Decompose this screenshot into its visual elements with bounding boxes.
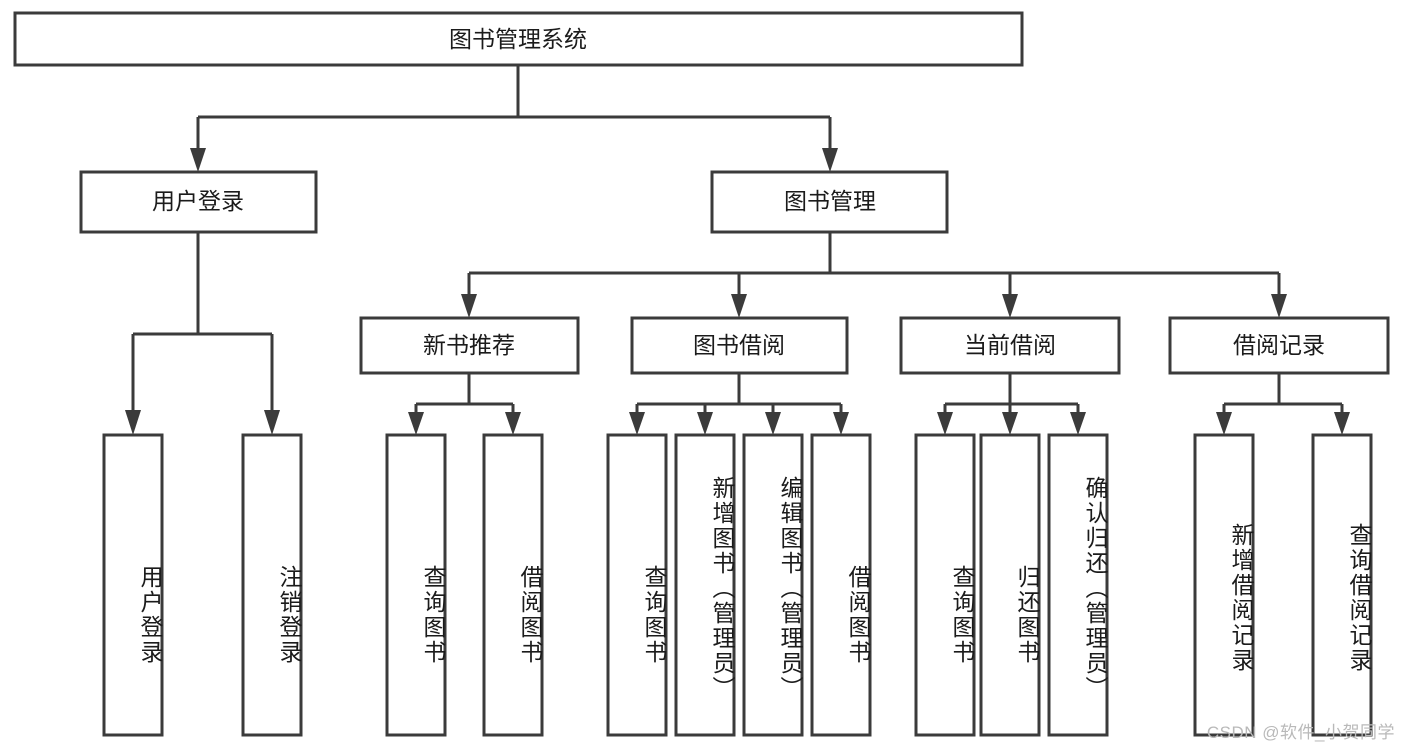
watermark-text: CSDN @软件_小贺同学	[1206, 723, 1395, 742]
leaf-box-borrow-book-1[interactable]	[482, 433, 544, 737]
node-new-book-recommend-label: 新书推荐	[423, 332, 515, 358]
leaf-box-user-login[interactable]	[102, 433, 164, 737]
arrow-head-icon	[731, 294, 747, 318]
node-user-login-label: 用户登录	[152, 188, 244, 214]
arrow-head-icon	[1334, 412, 1350, 435]
connector-bookmgmt-to-level3	[461, 232, 1287, 318]
arrow-head-icon	[1002, 294, 1018, 318]
arrow-head-icon	[937, 412, 953, 435]
arrow-head-icon	[461, 294, 477, 318]
arrow-head-icon	[1271, 294, 1287, 318]
node-current-borrow[interactable]: 当前借阅	[899, 316, 1121, 375]
arrow-head-icon	[629, 412, 645, 435]
arrow-head-icon	[190, 148, 206, 172]
leaf-box-query-book-1[interactable]	[385, 433, 447, 737]
leaf-box-query-book-2[interactable]	[606, 433, 668, 737]
node-book-management-label: 图书管理	[784, 188, 876, 214]
arrow-head-icon	[264, 410, 280, 435]
node-current-borrow-label: 当前借阅	[964, 332, 1056, 358]
leaf-box-logout[interactable]	[241, 433, 303, 737]
arrow-head-icon	[765, 412, 781, 435]
arrow-head-icon	[1070, 412, 1086, 435]
arrow-head-icon	[1002, 412, 1018, 435]
connector-userlogin-to-leaves	[125, 232, 280, 435]
node-book-management[interactable]: 图书管理	[710, 170, 949, 234]
node-root-label: 图书管理系统	[449, 26, 587, 52]
connector-newbook-to-leaves	[408, 373, 521, 435]
node-new-book-recommend[interactable]: 新书推荐	[359, 316, 580, 375]
connector-current-to-leaves	[937, 373, 1086, 435]
node-borrow-record[interactable]: 借阅记录	[1168, 316, 1390, 375]
node-borrow-record-label: 借阅记录	[1233, 332, 1325, 358]
leaf-box-edit-book[interactable]	[742, 433, 804, 737]
leaf-box-add-book[interactable]	[674, 433, 736, 737]
connector-root-to-level2	[190, 65, 838, 172]
leaf-box-query-record[interactable]	[1311, 433, 1373, 737]
arrow-head-icon	[505, 412, 521, 435]
arrow-head-icon	[408, 412, 424, 435]
arrow-head-icon	[125, 410, 141, 435]
connector-record-to-leaves	[1216, 373, 1350, 435]
node-book-borrow[interactable]: 图书借阅	[630, 316, 849, 375]
leaf-box-return-book[interactable]	[979, 433, 1041, 737]
leaf-box-add-record[interactable]	[1193, 433, 1255, 737]
arrow-head-icon	[822, 148, 838, 172]
leaf-box-query-book-3[interactable]	[914, 433, 976, 737]
arrow-head-icon	[833, 412, 849, 435]
connector-borrow-to-leaves	[629, 373, 849, 435]
node-user-login[interactable]: 用户登录	[79, 170, 318, 234]
node-root-system[interactable]: 图书管理系统	[13, 11, 1024, 67]
leaf-box-confirm-return[interactable]	[1047, 433, 1109, 737]
node-book-borrow-label: 图书借阅	[693, 332, 785, 358]
leaf-node-box-group	[102, 433, 1373, 737]
leaf-box-borrow-book-2[interactable]	[810, 433, 872, 737]
arrow-head-icon	[697, 412, 713, 435]
arrow-head-icon	[1216, 412, 1232, 435]
